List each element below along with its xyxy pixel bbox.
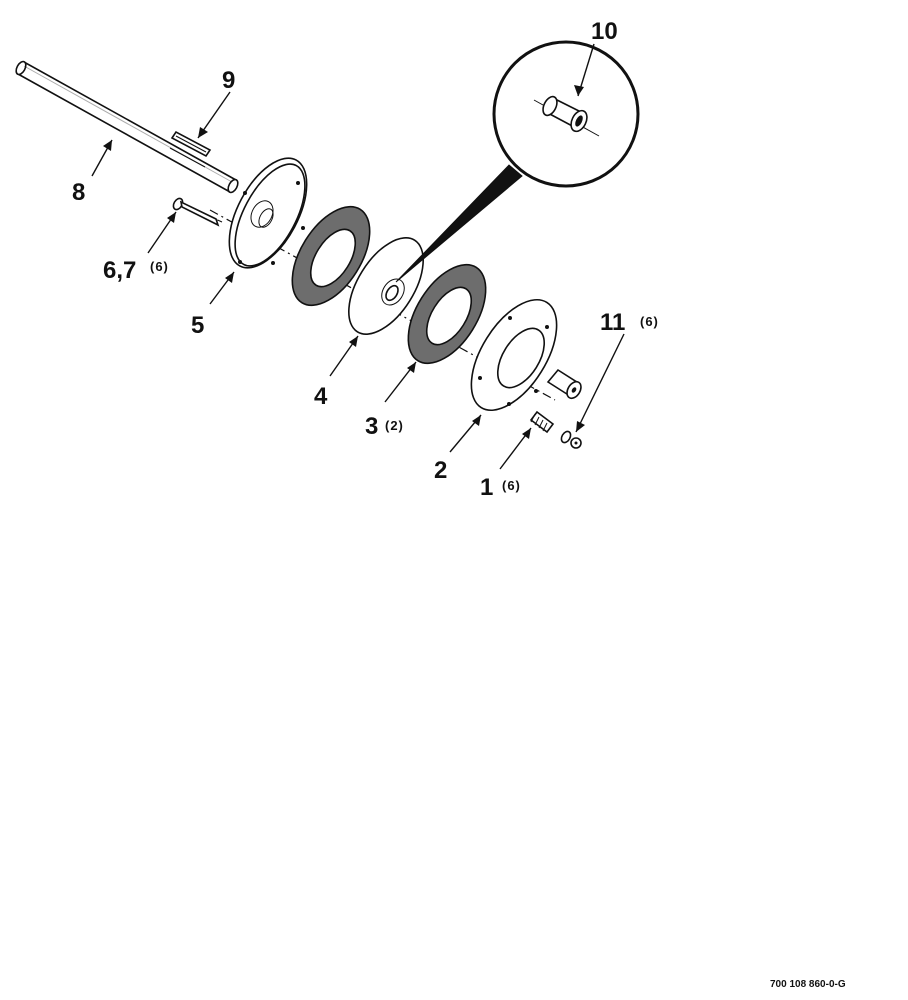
bushing xyxy=(546,368,582,400)
svg-text:(6): (6) xyxy=(150,259,169,274)
callout-3: 3 (2) xyxy=(365,413,404,440)
hub-plate-part-5 xyxy=(228,157,308,269)
callout-1: 1 (6) xyxy=(480,474,521,501)
bolt-part-6-7 xyxy=(172,197,220,227)
svg-text:(6): (6) xyxy=(640,314,659,329)
detail-magnifier-part-10 xyxy=(395,40,640,283)
pressure-plate-part-2 xyxy=(470,298,558,412)
key-part-9 xyxy=(170,130,212,158)
friction-disc-part-3-b xyxy=(407,263,487,365)
svg-text:10: 10 xyxy=(591,18,618,45)
callout-5: 5 xyxy=(191,312,204,339)
callout-10: 10 xyxy=(591,18,618,45)
clutch-plate-part-4 xyxy=(348,237,424,335)
svg-text:4: 4 xyxy=(314,383,328,410)
shaft-part-8 xyxy=(15,60,239,194)
svg-text:9: 9 xyxy=(222,67,235,94)
callout-4: 4 xyxy=(314,383,328,410)
friction-disc-part-3-a xyxy=(291,205,371,307)
svg-text:8: 8 xyxy=(72,179,85,206)
leader-lines xyxy=(91,43,625,470)
callout-11: 11 (6) xyxy=(600,309,659,336)
callout-6-7: 6,7 (6) xyxy=(103,257,169,284)
drawing-reference-code: 700 108 860-0-G xyxy=(770,979,846,990)
washer-nut-part-11 xyxy=(560,430,582,449)
svg-text:1: 1 xyxy=(480,474,493,501)
svg-text:(6): (6) xyxy=(502,478,521,493)
callout-9: 9 xyxy=(222,67,235,94)
svg-text:3: 3 xyxy=(365,413,378,440)
callout-2: 2 xyxy=(434,457,447,484)
callout-8: 8 xyxy=(72,179,85,206)
svg-text:2: 2 xyxy=(434,457,447,484)
spring-part-1 xyxy=(529,410,555,434)
svg-text:(2): (2) xyxy=(385,418,404,433)
svg-text:11: 11 xyxy=(600,309,625,336)
svg-text:6,7: 6,7 xyxy=(103,257,136,284)
svg-text:5: 5 xyxy=(191,312,204,339)
